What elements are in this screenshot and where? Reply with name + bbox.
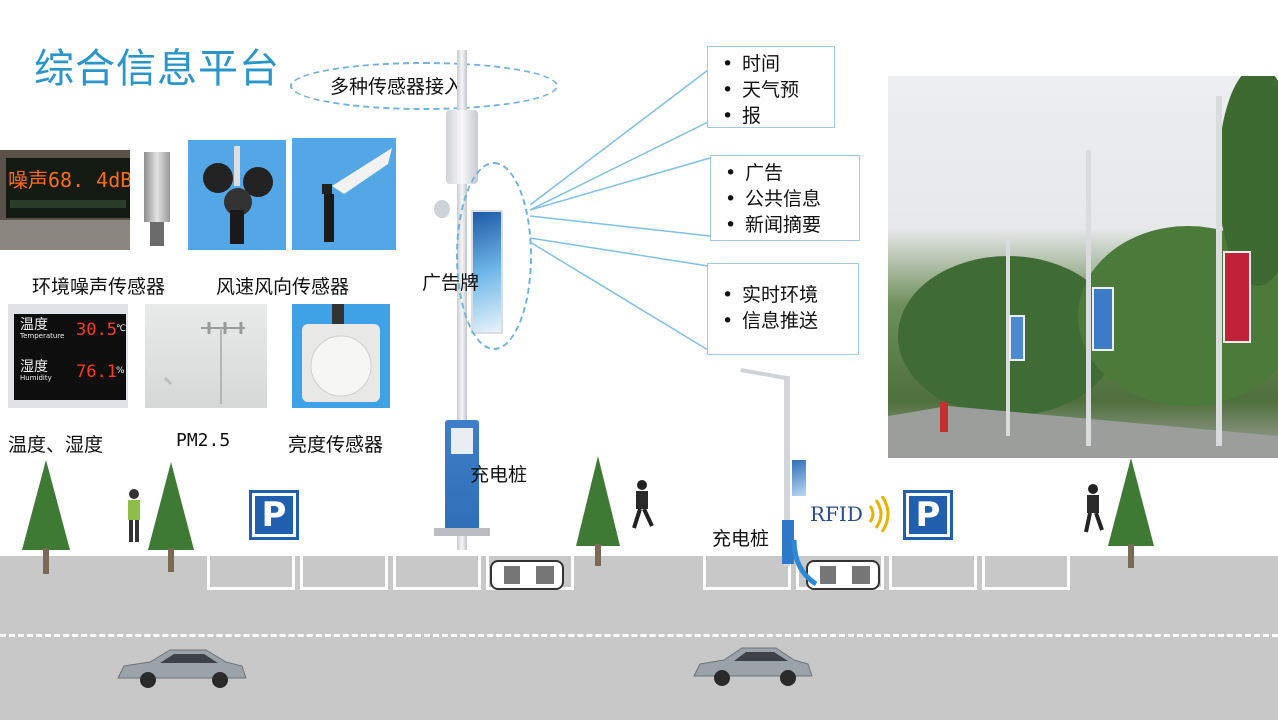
temp-humidity-display-photo: 温度 Temperature 30.5 ℃ 湿度 Humidity 76.1 % bbox=[8, 304, 128, 408]
parking-sign: P bbox=[249, 490, 299, 540]
callout-item: 信息推送 bbox=[722, 308, 848, 334]
callout-item: 时间 bbox=[722, 51, 824, 77]
tree-icon bbox=[22, 460, 70, 574]
tree-icon bbox=[148, 462, 194, 572]
callout-item: 广告 bbox=[725, 160, 849, 186]
tree-icon bbox=[1108, 458, 1154, 568]
temp-value: 30.5 bbox=[76, 320, 117, 340]
wind-vane-photo bbox=[292, 138, 396, 250]
caption-charging-pole-2: 充电桩 bbox=[712, 528, 770, 550]
wind-vane-icon bbox=[322, 148, 392, 242]
noise-value: 68. 4dB bbox=[48, 168, 130, 192]
humidity-label: 湿度 bbox=[20, 359, 48, 375]
parking-slot bbox=[889, 556, 977, 590]
callout-item: 公共信息 bbox=[725, 186, 849, 212]
parking-sign-letter: P bbox=[255, 496, 293, 534]
anemometer-photo bbox=[188, 140, 286, 250]
noise-label: 噪声 bbox=[8, 168, 48, 192]
pedestrian-icon bbox=[128, 489, 140, 542]
charging-unit bbox=[445, 420, 479, 530]
temp-unit: ℃ bbox=[116, 324, 127, 334]
callout-time-weather: 时间 天气预 报 bbox=[707, 46, 835, 129]
charging-cable bbox=[791, 540, 818, 587]
parking-sign-letter: P bbox=[909, 496, 947, 534]
caption-noise: 环境噪声传感器 bbox=[32, 276, 166, 298]
pedestrian-icon bbox=[632, 480, 654, 529]
caption-temp-humidity: 温度、湿度 bbox=[8, 434, 104, 456]
billboard-ellipse bbox=[456, 162, 532, 350]
sensor-access-label: 多种传感器接入 bbox=[330, 76, 464, 98]
pm25-haze-photo bbox=[145, 304, 267, 408]
brightness-sensor-icon bbox=[302, 304, 380, 402]
road bbox=[0, 556, 1278, 720]
caption-pm25: PM2.5 bbox=[176, 430, 231, 451]
small-smart-pole bbox=[736, 368, 806, 570]
humidity-value: 76.1 bbox=[76, 362, 117, 382]
anemometer-icon bbox=[203, 146, 273, 244]
callout-ads-info: 广告 公共信息 新闻摘要 bbox=[710, 155, 860, 241]
parking-slot bbox=[207, 556, 295, 590]
rfid-label: RFID bbox=[810, 502, 863, 526]
car-icon bbox=[117, 649, 247, 688]
tree-icon bbox=[576, 456, 620, 566]
street-photo bbox=[888, 76, 1278, 458]
page-title: 综合信息平台 bbox=[34, 46, 280, 92]
temp-sub: Temperature bbox=[20, 332, 65, 340]
callout-item: 报 bbox=[722, 103, 824, 129]
callout-connectors bbox=[530, 69, 711, 351]
parked-car bbox=[490, 560, 564, 590]
humidity-sub: Humidity bbox=[20, 374, 52, 382]
parking-slot bbox=[982, 556, 1070, 590]
brightness-sensor-photo bbox=[292, 304, 390, 408]
callout-item: 天气预 bbox=[722, 77, 824, 103]
lane-divider bbox=[0, 634, 1278, 637]
cylinder-sensor-photo bbox=[138, 150, 176, 250]
wireless-signal-icon bbox=[868, 496, 890, 532]
noise-display-photo: 噪声68. 4dB bbox=[0, 150, 130, 250]
caption-wind: 风速风向传感器 bbox=[216, 276, 350, 298]
caption-brightness: 亮度传感器 bbox=[288, 434, 384, 456]
callout-item: 实时环境 bbox=[722, 282, 848, 308]
humidity-unit: % bbox=[116, 366, 125, 376]
car-icon bbox=[693, 647, 813, 686]
callout-item: 新闻摘要 bbox=[725, 212, 849, 238]
parking-sign: P bbox=[903, 490, 953, 540]
sensor-ellipse bbox=[290, 62, 558, 110]
parking-slot bbox=[393, 556, 481, 590]
callout-environment: 实时环境 信息推送 bbox=[707, 263, 859, 355]
rfid-badge: RFID bbox=[806, 490, 890, 538]
parking-slot bbox=[300, 556, 388, 590]
temp-label: 温度 bbox=[20, 317, 48, 333]
caption-charging-pole: 充电桩 bbox=[470, 464, 528, 486]
pedestrian-icon bbox=[1084, 484, 1104, 533]
parking-slot bbox=[703, 556, 791, 590]
caption-billboard: 广告牌 bbox=[422, 272, 480, 294]
